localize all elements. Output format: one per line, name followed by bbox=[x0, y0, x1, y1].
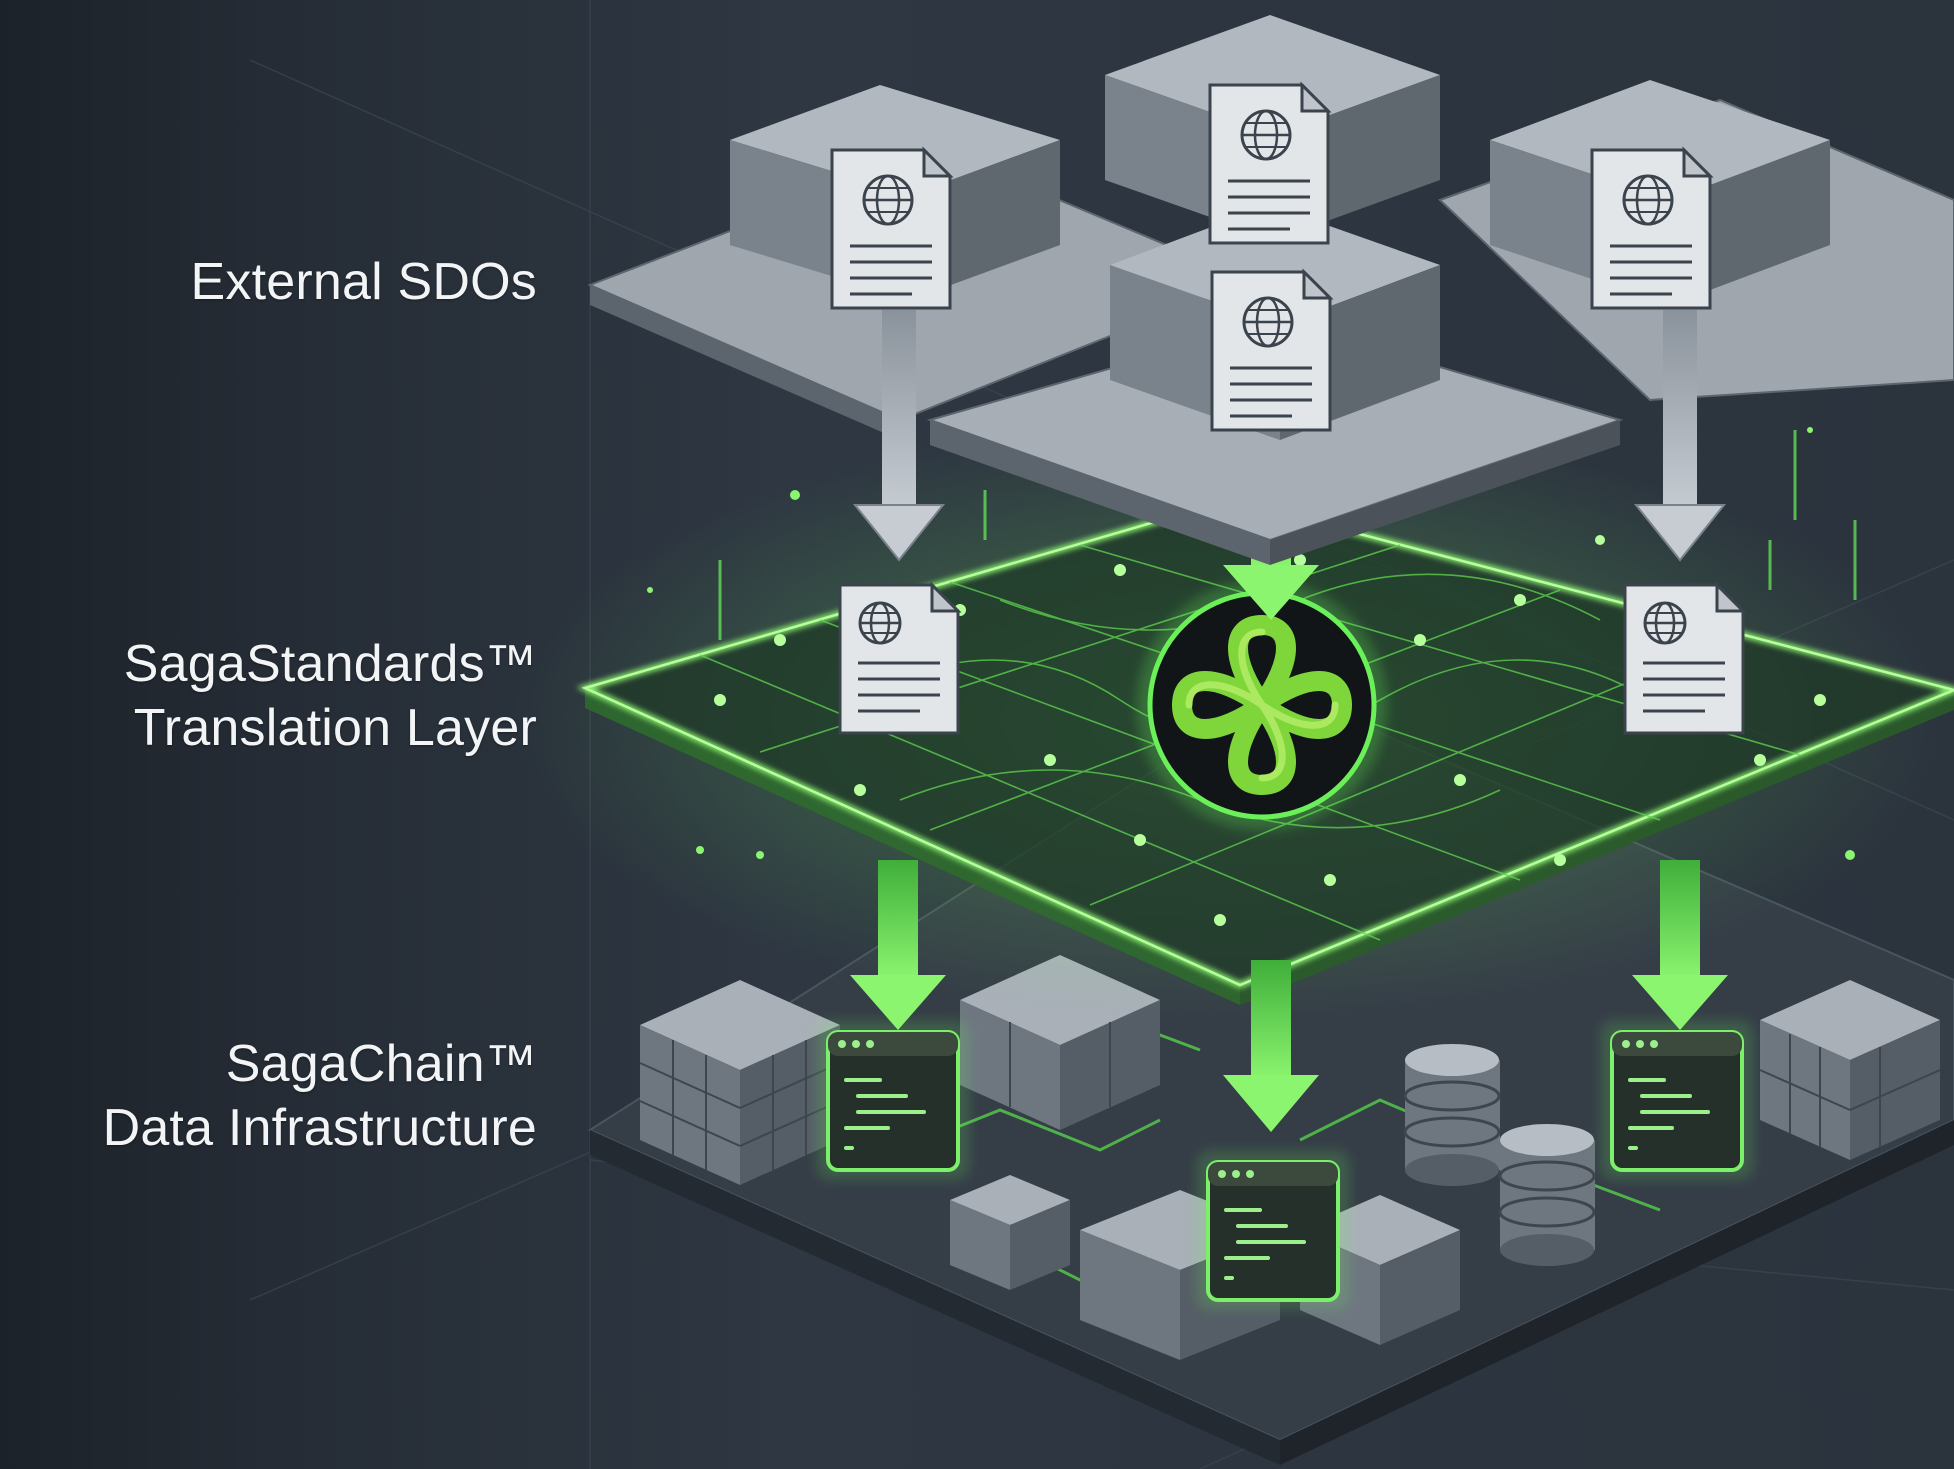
globe-document-icon bbox=[1208, 81, 1332, 245]
cube-cluster-right bbox=[1759, 980, 1941, 1160]
label-translation-line1: SagaStandards™ bbox=[123, 635, 537, 693]
label-chain-line1: SagaChain™ bbox=[225, 1035, 537, 1093]
globe-document-icon bbox=[1210, 268, 1334, 432]
database-icon bbox=[1498, 1124, 1596, 1266]
globe-document-icon bbox=[830, 146, 954, 310]
flow-arrows-grey bbox=[852, 310, 1727, 562]
database-icon bbox=[1403, 1044, 1501, 1186]
code-window-icon bbox=[1600, 1020, 1754, 1180]
globe-document-icon bbox=[838, 581, 962, 735]
code-window-icon bbox=[816, 1020, 970, 1180]
saga-knot-logo bbox=[1137, 580, 1387, 830]
label-external-sdos-text: External SDOs bbox=[190, 253, 537, 311]
label-translation-layer: SagaStandards™ Translation Layer bbox=[124, 632, 537, 760]
glow-particles bbox=[647, 427, 1855, 860]
globe-document-icon bbox=[1623, 581, 1747, 735]
code-window-icon bbox=[1196, 1150, 1350, 1310]
cube-cluster-left bbox=[639, 980, 841, 1185]
label-data-infrastructure: SagaChain™ Data Infrastructure bbox=[103, 1032, 537, 1160]
globe-document-icon bbox=[1590, 146, 1714, 310]
label-external-sdos: External SDOs bbox=[191, 250, 538, 314]
label-translation-line2: Translation Layer bbox=[133, 699, 537, 757]
label-chain-line2: Data Infrastructure bbox=[102, 1099, 537, 1157]
